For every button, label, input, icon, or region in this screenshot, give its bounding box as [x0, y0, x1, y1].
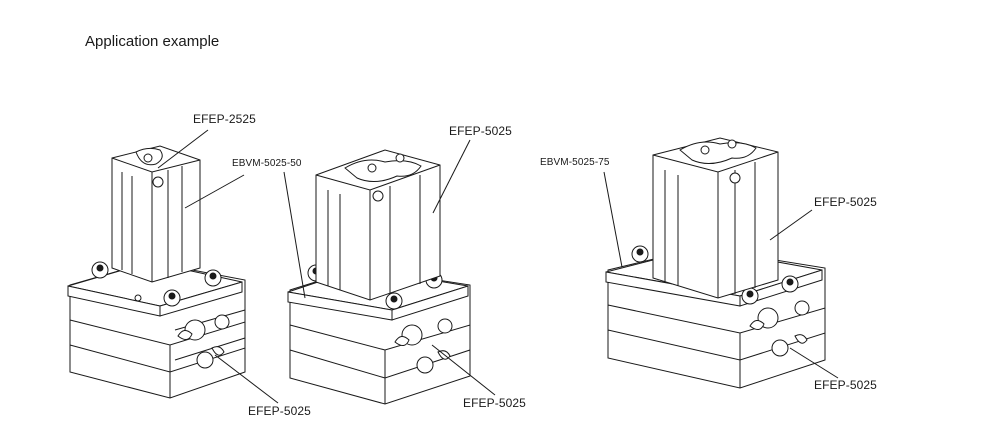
- label-efep-5025-upright-2: EFEP-5025: [449, 124, 512, 138]
- leader-lines: [157, 129, 839, 404]
- assembly-1-connector-plate: [67, 261, 243, 317]
- label-ebvm-5025-50: EBVM-5025-50: [232, 158, 302, 169]
- page-title: Application example: [85, 33, 220, 50]
- label-efep-5025-base-3: EFEP-5025: [814, 378, 877, 392]
- assembly-3-upright-profile: [652, 137, 779, 299]
- label-efep-5025-upright-3: EFEP-5025: [814, 195, 877, 209]
- assembly-2-upright-profile: [315, 149, 441, 301]
- assembly-1-upright-profile: [111, 145, 201, 283]
- label-efep-2525: EFEP-2525: [193, 112, 256, 126]
- label-efep-5025-base-2: EFEP-5025: [463, 396, 526, 410]
- label-ebvm-5025-75: EBVM-5025-75: [540, 157, 610, 168]
- label-efep-5025-base-1: EFEP-5025: [248, 404, 311, 418]
